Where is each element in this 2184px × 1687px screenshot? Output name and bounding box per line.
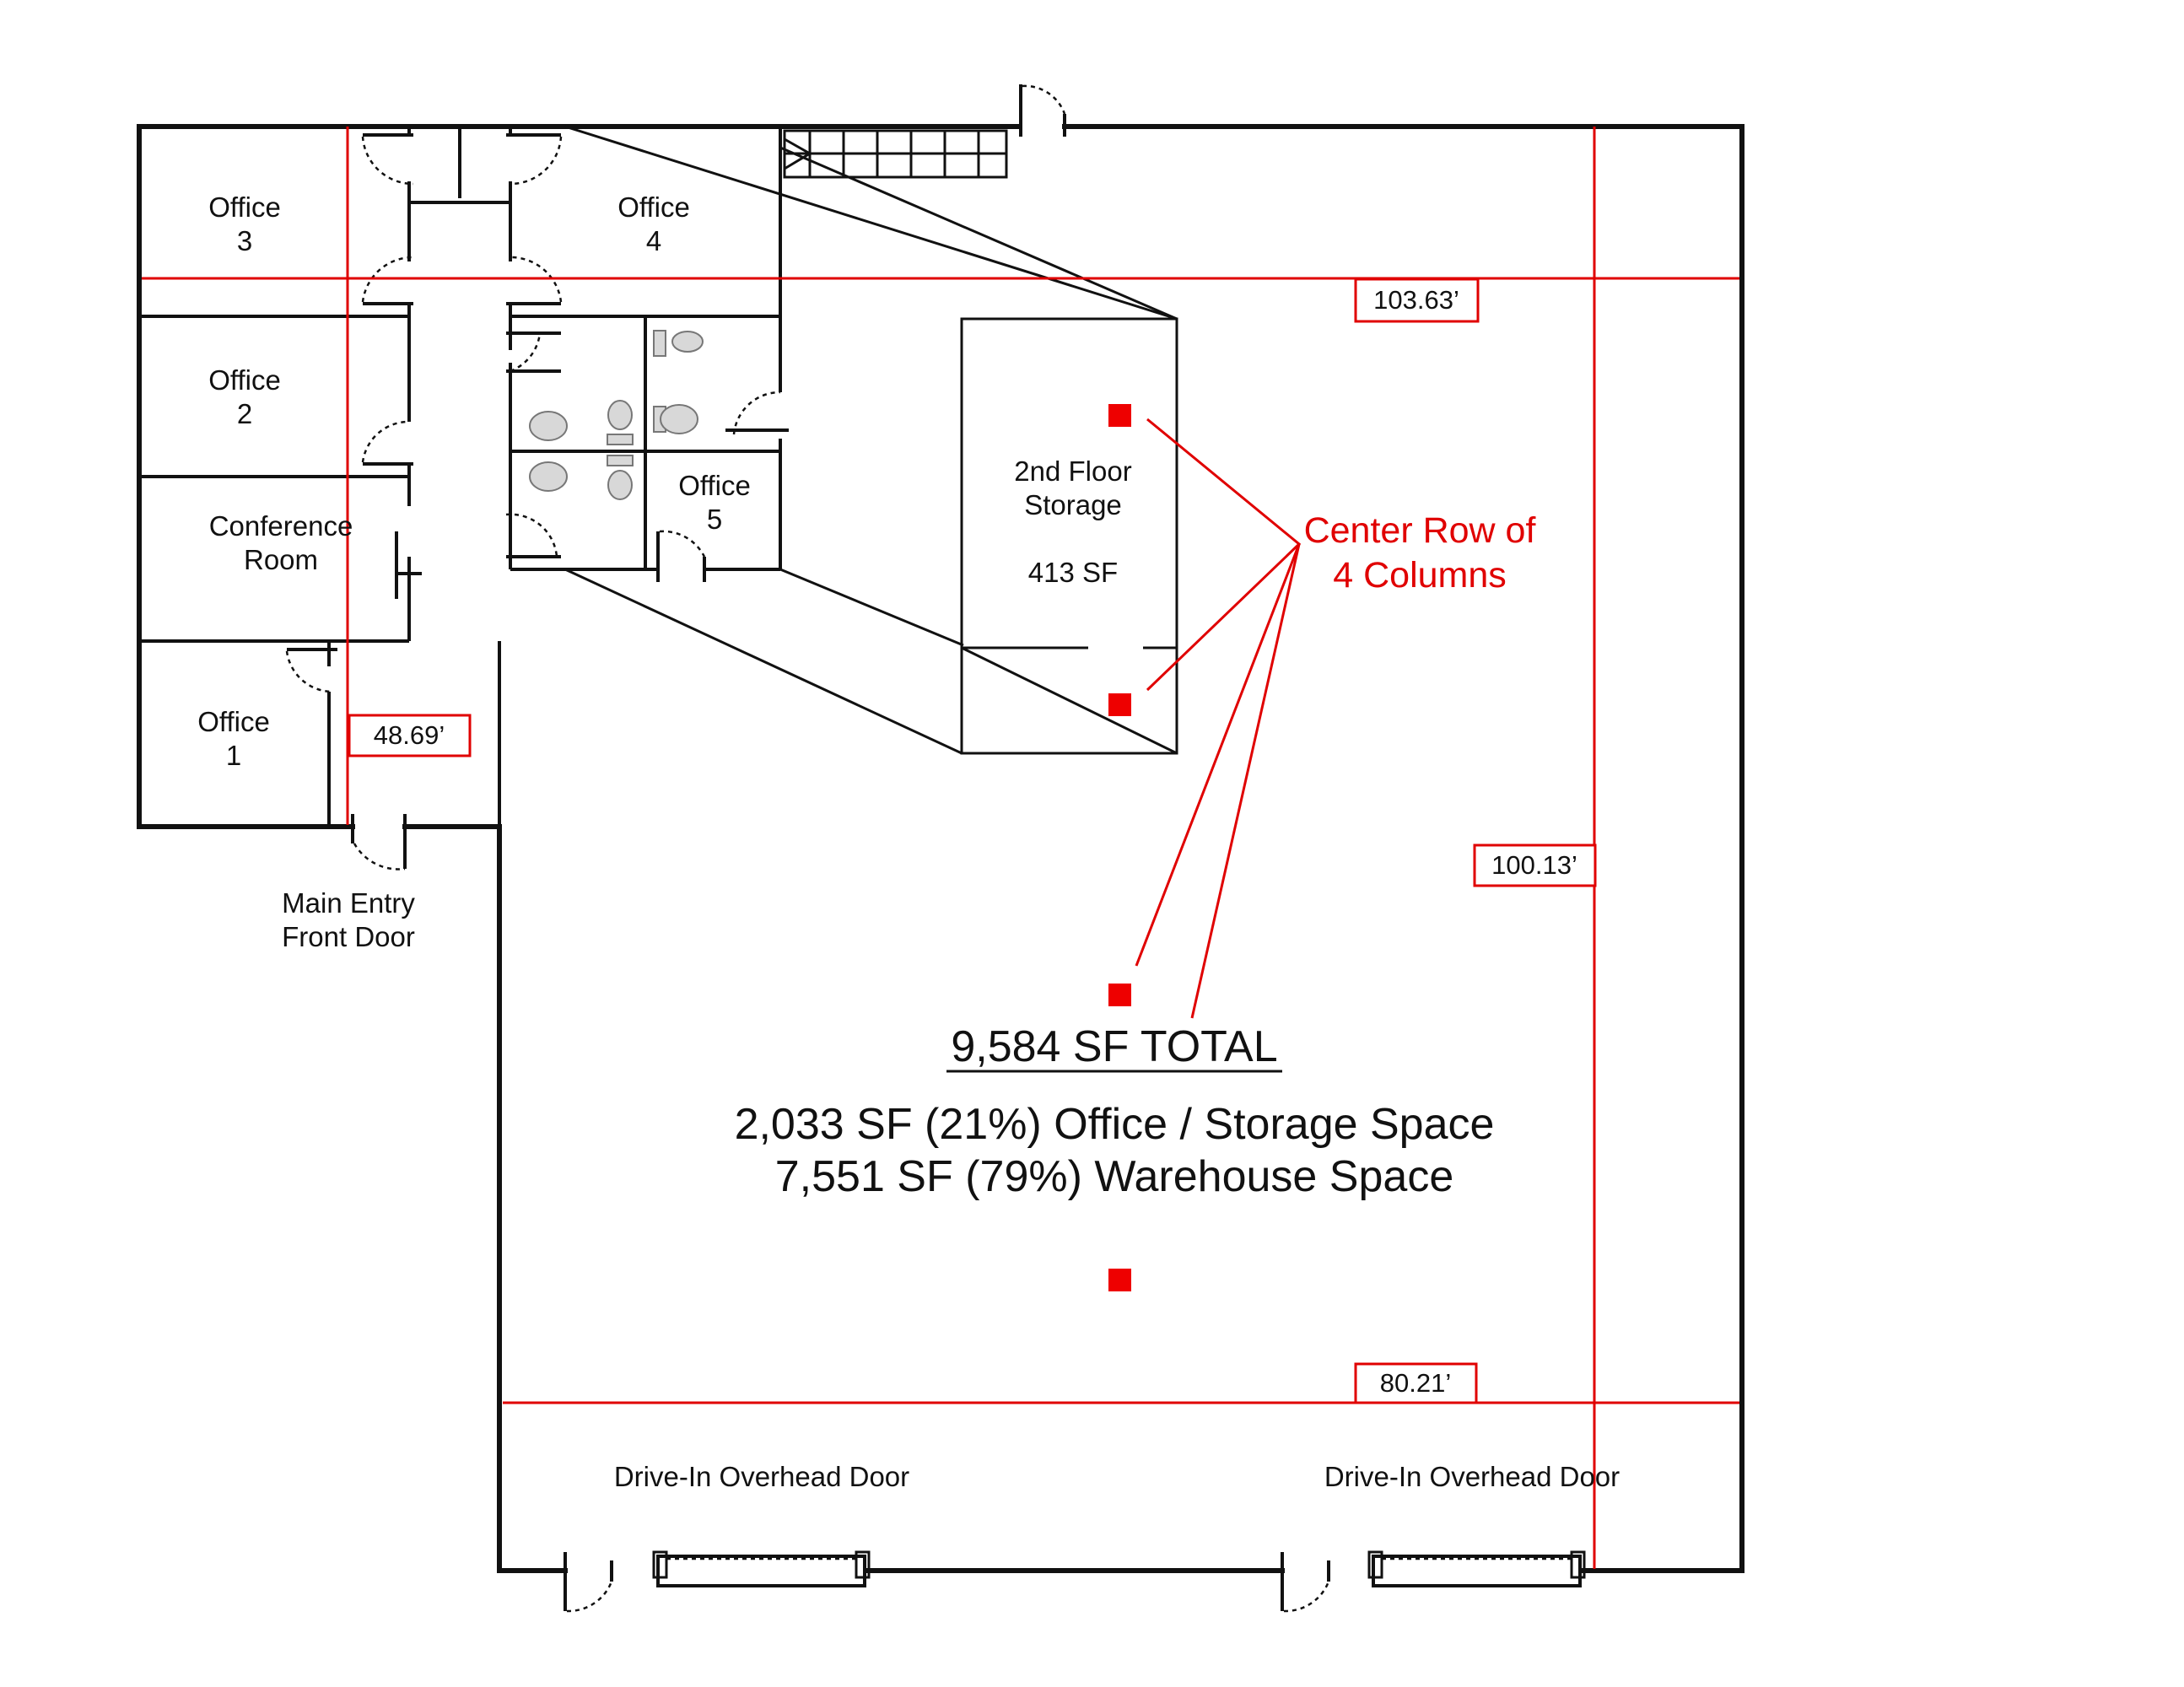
office-1-number: 1 bbox=[226, 740, 241, 771]
dim-top: 103.63’ bbox=[1373, 285, 1459, 315]
warehouse-area: 7,551 SF (79%) Warehouse Space bbox=[775, 1152, 1454, 1201]
office-5-number: 5 bbox=[707, 504, 722, 535]
office-1-label: Office bbox=[197, 706, 270, 737]
stairs bbox=[783, 129, 1008, 179]
columns-note: Center Row of bbox=[1304, 510, 1537, 551]
storage-label-2: Storage bbox=[1024, 489, 1122, 520]
room-labels: Office 3 Office 4 Office 2 Office 5 Conf… bbox=[197, 191, 1620, 1492]
dimension-labels: 103.63’ 48.69’ 100.13’ 80.21’ bbox=[348, 278, 1597, 1404]
dim-bottom: 80.21’ bbox=[1380, 1368, 1451, 1398]
overhead-doors bbox=[564, 1550, 1586, 1613]
office-area: 2,033 SF (21%) Office / Storage Space bbox=[735, 1100, 1495, 1149]
office-2-number: 2 bbox=[237, 398, 252, 429]
conference-label: Conference bbox=[209, 510, 353, 542]
overhead-door-right-label: Drive-In Overhead Door bbox=[1324, 1461, 1620, 1492]
total-area: 9,584 SF TOTAL bbox=[951, 1022, 1277, 1071]
column-2 bbox=[1108, 693, 1131, 716]
storage-label: 2nd Floor bbox=[1014, 455, 1131, 487]
conference-label-2: Room bbox=[244, 544, 318, 575]
column-1 bbox=[1108, 404, 1131, 427]
column-4 bbox=[1108, 1269, 1131, 1291]
columns bbox=[1108, 404, 1302, 1291]
office-5-label: Office bbox=[678, 470, 751, 501]
office-4-number: 4 bbox=[646, 225, 661, 256]
annotations: Center Row of 4 Columns 9,584 SF TOTAL 2… bbox=[735, 510, 1537, 1201]
office-3-number: 3 bbox=[237, 225, 252, 256]
mezzanine-storage bbox=[564, 125, 1178, 755]
column-3 bbox=[1108, 984, 1131, 1006]
office-3-label: Office bbox=[208, 191, 281, 223]
dim-left: 48.69’ bbox=[374, 720, 445, 750]
storage-area: 413 SF bbox=[1028, 557, 1118, 588]
overhead-door-left-label: Drive-In Overhead Door bbox=[614, 1461, 909, 1492]
exterior-walls bbox=[137, 84, 1745, 1573]
office-4-label: Office bbox=[617, 191, 690, 223]
entry-label-2: Front Door bbox=[282, 921, 415, 952]
restroom-fixtures bbox=[529, 330, 704, 500]
interior-walls bbox=[139, 127, 789, 870]
entry-label: Main Entry bbox=[282, 887, 415, 919]
office-2-label: Office bbox=[208, 364, 281, 396]
columns-note-2: 4 Columns bbox=[1333, 555, 1507, 596]
dim-right: 100.13’ bbox=[1491, 850, 1577, 880]
